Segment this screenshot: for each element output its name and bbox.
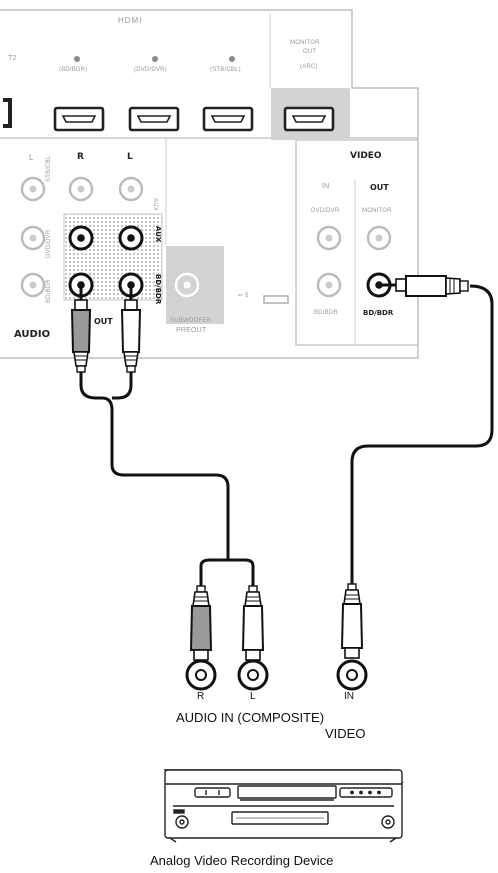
hdmi-arc-label: (ARC): [300, 64, 318, 70]
video-monitor-label: MONITOR: [362, 208, 392, 214]
video-bd-in-label: BD/BDR: [314, 310, 338, 316]
audio-in-label: AUDIO IN (COMPOSITE): [176, 710, 325, 725]
aux-jack: [68, 225, 144, 251]
device-jack-in-label: IN: [344, 691, 354, 702]
audio-out-label: OUT: [94, 317, 113, 326]
aux-label: AUX: [152, 198, 158, 211]
video-title: VIDEO: [350, 151, 382, 161]
audio-col-r-label: R: [77, 152, 84, 162]
hdmi-port: [128, 106, 180, 132]
hdmi-panel: [3, 56, 350, 140]
video-cable: [350, 284, 494, 585]
aux-bold-label: AUX: [154, 226, 162, 243]
hdmi-input-label: (DVD/DVR): [134, 67, 167, 73]
hdmi-port: [53, 106, 105, 132]
row-label-bd: BD/BDR: [46, 279, 52, 303]
usb-port: [263, 295, 289, 304]
row-label-dvd: DVD/DVR: [46, 229, 52, 258]
vcr-device-illustration: [163, 769, 404, 843]
bd-bdr-bold-label: BD/BDR: [154, 274, 162, 305]
row-label-stb: STB/CBL: [46, 155, 52, 182]
usb-label: ⇐ 5: [238, 293, 249, 299]
audio-cable: [79, 370, 255, 590]
hdmi-monitor-label: MONITOR: [290, 40, 320, 46]
video-dvd-label: DVD/DVR: [311, 208, 340, 214]
rca-jack: [20, 176, 200, 298]
hdmi-input-label: (STB/CBL): [210, 67, 241, 73]
device-jack-r-label: R: [197, 691, 205, 702]
hdmi-input-label: (BD/BDR): [59, 67, 88, 73]
audio-title: AUDIO: [14, 329, 51, 340]
device-jack-l: [237, 659, 269, 691]
device-plug-r: [189, 585, 213, 661]
device-jack-video: [336, 659, 368, 691]
audio-col-l-label: L: [127, 152, 133, 162]
video-bd-out-label: BD/BDR: [363, 309, 394, 317]
device-name: Analog Video Recording Device: [150, 853, 334, 868]
hdmi-monitor-out-port: [283, 106, 335, 132]
subwoofer-label: SUBWOOFER: [170, 318, 212, 324]
video-label: VIDEO: [325, 726, 366, 741]
hdmi-out-label: OUT: [303, 49, 317, 55]
device-plug-l: [241, 585, 265, 661]
device-plug-video: [340, 583, 364, 659]
preout-label: PREOUT: [176, 327, 207, 334]
device-jack-l-label: L: [250, 691, 256, 702]
hdmi-title: HDMI: [118, 16, 143, 25]
audio-top-l-label: L: [29, 153, 34, 162]
audio-plug-l: [120, 283, 142, 373]
hdmi-edge-label: T2: [8, 55, 17, 62]
hdmi-port: [202, 106, 254, 132]
video-out-label: OUT: [370, 183, 389, 192]
device-jack-r: [185, 659, 217, 691]
video-in-label: IN: [322, 183, 330, 190]
video-plug: [379, 275, 469, 297]
audio-plug-r: [70, 283, 92, 373]
